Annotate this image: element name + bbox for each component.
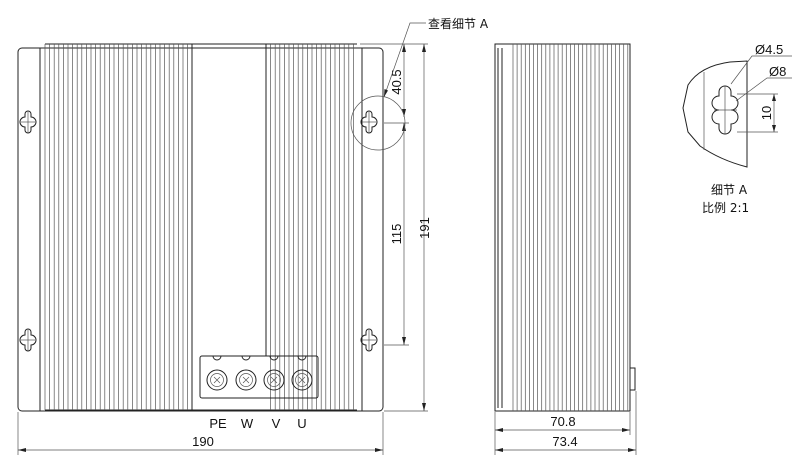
terminal-screw-icon <box>263 355 285 391</box>
keyhole-icon <box>19 110 37 134</box>
detail-callout: 查看细节 A <box>350 17 489 151</box>
keyhole-icon <box>360 110 378 134</box>
svg-text:115: 115 <box>389 224 404 245</box>
terminal-tab <box>629 367 636 391</box>
dim-small-diameter: Ø4.5 <box>755 42 783 57</box>
dimension-hole-top: 40.5 <box>389 44 406 117</box>
dimension-height: 191 <box>360 43 432 412</box>
terminal-screw-icon <box>235 355 257 391</box>
mounting-holes <box>19 110 378 352</box>
detail-outline <box>682 60 748 168</box>
terminal-block <box>199 355 319 399</box>
side-view: 70.8 73.4 <box>494 43 637 455</box>
keyhole-icon <box>19 328 37 352</box>
terminal-label-v: V <box>272 416 281 431</box>
svg-text:70.8: 70.8 <box>550 414 575 429</box>
svg-text:190: 190 <box>192 434 214 449</box>
detail-title: 细节 A <box>711 183 748 197</box>
detail-a-view: Ø4.5 Ø8 10 细节 A 比例 2:1 <box>682 42 792 215</box>
keyhole-icon <box>360 328 378 352</box>
side-fins <box>512 44 629 411</box>
detail-scale: 比例 2:1 <box>702 201 749 215</box>
terminal-label-w: W <box>241 416 254 431</box>
svg-text:查看细节 A: 查看细节 A <box>428 17 489 31</box>
terminal-label-pe: PE <box>209 416 227 431</box>
dimension-hole-spacing: 115 <box>384 122 409 346</box>
svg-text:73.4: 73.4 <box>552 434 577 449</box>
mounting-plate <box>17 47 384 412</box>
terminal-label-u: U <box>297 416 306 431</box>
terminal-screw-icon <box>206 355 228 391</box>
svg-text:191: 191 <box>417 217 432 239</box>
dimension-depth-total: 73.4 <box>495 391 637 455</box>
dimension-depth-body: 70.8 <box>494 412 631 455</box>
terminal-screw-icon <box>291 355 313 391</box>
dimension-width: 190 <box>17 412 384 455</box>
front-view: PE W V U 190 191 115 40.5 <box>17 17 489 455</box>
dim-large-diameter: Ø8 <box>769 64 786 79</box>
heatsink-fins <box>39 44 363 411</box>
dim-slot-length: 10 <box>759 106 774 120</box>
terminal-housing <box>199 355 319 399</box>
svg-text:40.5: 40.5 <box>389 69 404 94</box>
